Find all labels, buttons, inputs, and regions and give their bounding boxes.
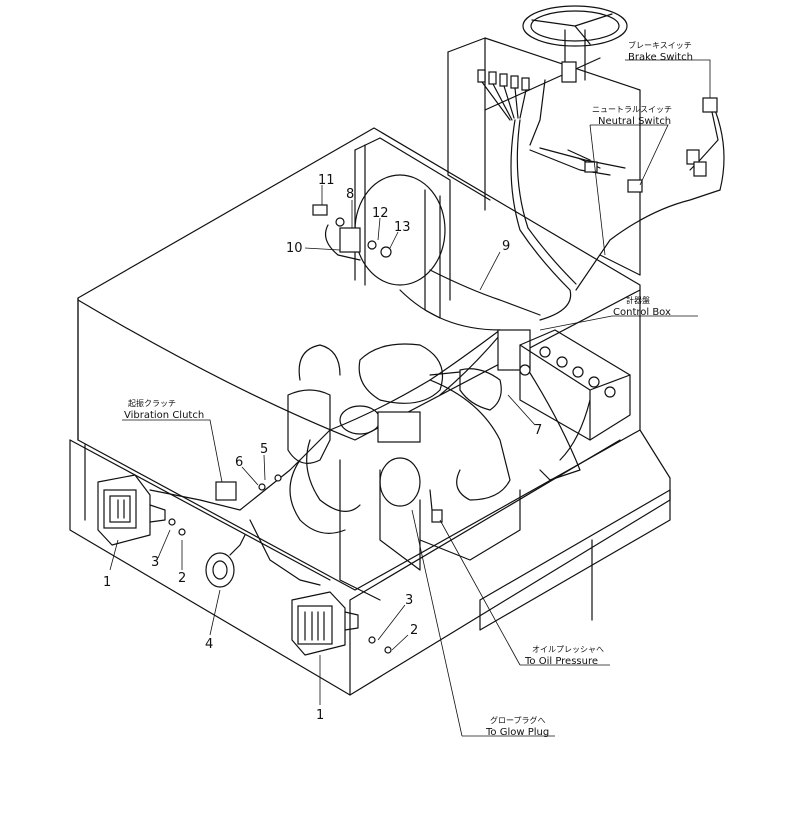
neutral-switch-connector	[567, 149, 643, 193]
control-box-label-jp: 計器盤	[626, 295, 650, 305]
bolts-5-6	[258, 474, 282, 491]
control-box-label-en: Control Box	[613, 307, 671, 318]
part-number-2-right: 2	[410, 623, 418, 638]
part-number-4: 4	[205, 637, 213, 652]
neutral-switch-label-en: Neutral Switch	[598, 116, 671, 127]
part-number-5: 5	[260, 442, 268, 457]
part-number-6: 6	[235, 455, 243, 470]
leader-lines	[109, 59, 711, 737]
wiring-harness	[149, 109, 725, 586]
steering-wheel	[522, 5, 628, 83]
part-number-10: 10	[286, 241, 303, 256]
engine	[287, 137, 531, 601]
label-control-box: 計器盤 Control Box	[613, 295, 671, 318]
part-number-12: 12	[372, 206, 389, 221]
part-number-8: 8	[346, 187, 354, 202]
glow-plug-label-en: To Glow Plug	[485, 727, 549, 738]
part-number-7: 7	[534, 423, 542, 438]
part-number-2-left: 2	[178, 571, 186, 586]
label-neutral-switch: ニュートラルスイッチ Neutral Switch	[592, 105, 672, 127]
oil-pressure-label-jp: オイルプレッシャへ	[532, 645, 604, 654]
brake-switch-connector	[686, 97, 719, 177]
machine-body	[69, 37, 671, 696]
part-number-3-right: 3	[405, 593, 413, 608]
part-numbers: 11 8 12 13 10 9 7 5 6 3 2 1 4 3 2 1	[103, 173, 542, 723]
label-oil-pressure: オイルプレッシャへ To Oil Pressure	[524, 645, 604, 667]
part-number-11: 11	[318, 173, 335, 188]
part-10-switch	[312, 204, 392, 261]
lamp-left	[97, 474, 186, 546]
vibration-clutch-connector	[215, 481, 237, 501]
oil-pressure-label-en: To Oil Pressure	[524, 656, 598, 667]
dashboard-fuses	[477, 69, 546, 146]
brake-switch-label-jp: ブレーキスイッチ	[628, 40, 692, 50]
part-number-3-left: 3	[151, 555, 159, 570]
label-vibration-clutch: 起振クラッチ Vibration Clutch	[124, 398, 204, 421]
label-brake-switch: ブレーキスイッチ Brake Switch	[628, 40, 693, 63]
neutral-switch-label-jp: ニュートラルスイッチ	[592, 105, 672, 114]
horn	[205, 534, 246, 588]
brake-switch-label-en: Brake Switch	[628, 52, 693, 63]
part-number-9: 9	[502, 239, 510, 254]
part-number-1-left: 1	[103, 575, 111, 590]
part-number-1-right: 1	[316, 708, 324, 723]
vibration-clutch-label-en: Vibration Clutch	[124, 410, 204, 421]
label-glow-plug: グロープラグへ To Glow Plug	[485, 715, 549, 738]
battery	[519, 329, 631, 441]
lamp-right	[291, 591, 392, 656]
glow-plug-label-jp: グロープラグへ	[490, 715, 546, 725]
vibration-clutch-label-jp: 起振クラッチ	[128, 398, 176, 408]
part-number-13: 13	[394, 220, 411, 235]
